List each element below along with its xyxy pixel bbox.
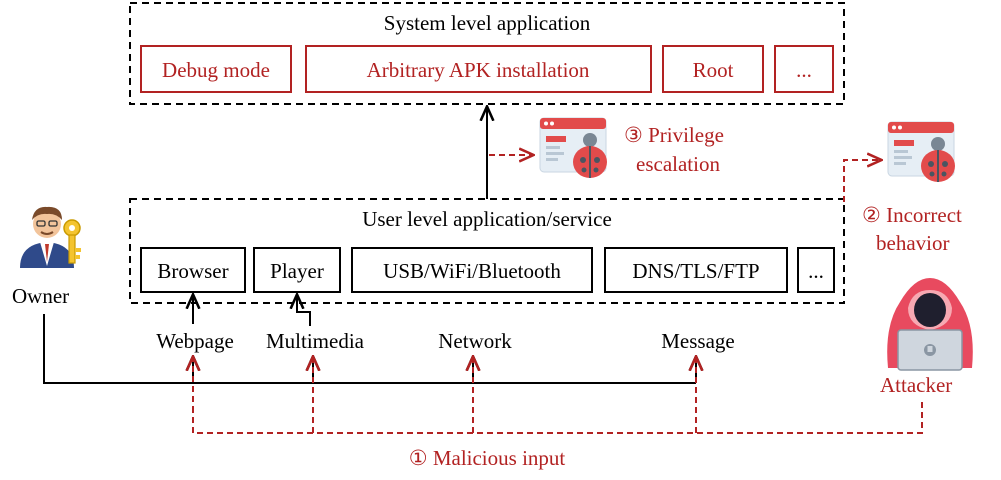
player-box xyxy=(253,247,341,293)
bug-window-icon-2 xyxy=(887,121,955,182)
system-more-label: ... xyxy=(796,58,812,82)
malicious-input-label: ① Malicious input xyxy=(409,446,566,470)
incorrect-behavior-line2: behavior xyxy=(876,231,949,255)
browser-box xyxy=(140,247,246,293)
input-network: Network xyxy=(438,329,512,353)
dns-tls-ftp-box xyxy=(604,247,788,293)
multimedia-to-player-arrow xyxy=(297,296,311,326)
input-message: Message xyxy=(661,329,734,353)
arbitrary-apk-box xyxy=(305,45,652,93)
root-label: Root xyxy=(693,58,734,82)
user-more-box xyxy=(797,247,835,293)
owner-input-line xyxy=(43,314,696,384)
incorrect-behavior-arrow xyxy=(843,160,880,202)
user-level-group: User level application/service Browser P… xyxy=(129,198,845,304)
usb-wifi-bluetooth-label: USB/WiFi/Bluetooth xyxy=(383,259,561,283)
browser-label: Browser xyxy=(157,259,228,283)
incorrect-behavior-line1: ② Incorrect xyxy=(862,203,962,227)
user-level-container xyxy=(129,198,845,304)
attacker-hacker-icon xyxy=(887,278,973,371)
malicious-input-path xyxy=(192,402,923,434)
input-multimedia: Multimedia xyxy=(266,329,365,353)
attacker-label: Attacker xyxy=(880,373,952,397)
user-more-label: ... xyxy=(808,259,824,283)
bug-window-icon xyxy=(539,117,607,178)
system-more-box xyxy=(774,45,834,93)
dns-tls-ftp-label: DNS/TLS/FTP xyxy=(632,259,759,283)
privilege-escalation-line1: ③ Privilege xyxy=(624,123,724,147)
debug-mode-label: Debug mode xyxy=(162,58,270,82)
system-level-title: System level application xyxy=(384,11,591,35)
system-level-group: System level application Debug mode Arbi… xyxy=(129,2,845,105)
privilege-escalation-line2: escalation xyxy=(636,152,720,176)
user-level-title: User level application/service xyxy=(362,207,612,231)
owner-label: Owner xyxy=(12,284,69,308)
debug-mode-box xyxy=(140,45,292,93)
arbitrary-apk-label: Arbitrary APK installation xyxy=(367,58,590,82)
root-box xyxy=(662,45,764,93)
player-label: Player xyxy=(270,259,324,283)
owner-avatar-icon xyxy=(20,206,81,268)
usb-wifi-bluetooth-box xyxy=(351,247,593,293)
input-webpage: Webpage xyxy=(156,329,234,353)
